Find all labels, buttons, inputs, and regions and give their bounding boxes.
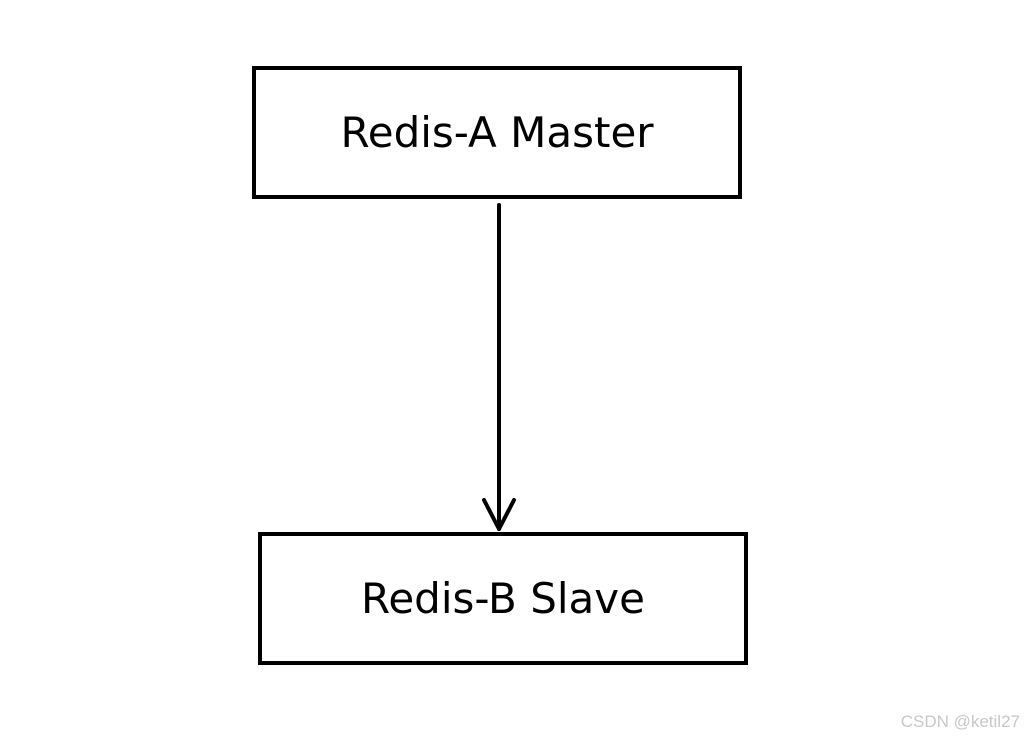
node-redis-a-master: Redis-A Master bbox=[252, 66, 742, 199]
watermark: CSDN @ketil27 bbox=[900, 712, 1020, 731]
node-label: Redis-B Slave bbox=[361, 574, 645, 623]
edge-master-to-slave bbox=[482, 203, 516, 531]
arrowhead-icon bbox=[482, 498, 516, 531]
node-label: Redis-A Master bbox=[340, 108, 654, 157]
node-redis-b-slave: Redis-B Slave bbox=[258, 532, 748, 665]
